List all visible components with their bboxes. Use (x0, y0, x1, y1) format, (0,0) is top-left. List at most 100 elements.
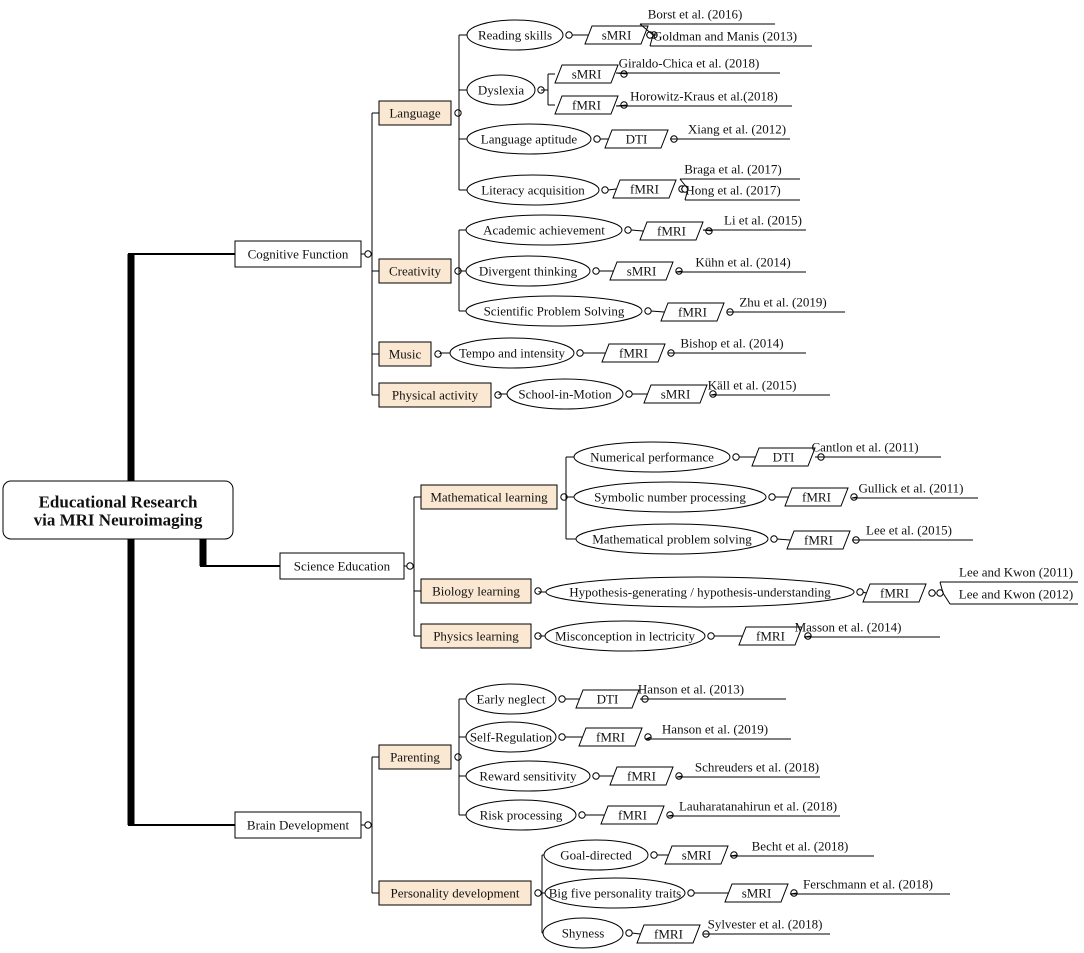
method-box (578, 727, 643, 747)
root-title-line2: via MRI Neuroimaging (34, 511, 203, 530)
level3-node (449, 337, 575, 369)
level2-label: Personality development (391, 886, 520, 901)
connector-knob (558, 733, 566, 741)
connector-knob (625, 929, 633, 937)
level3-node (465, 255, 591, 287)
reference-label: Gullick et al. (2011) (859, 481, 964, 496)
level3-label: Goal-directed (560, 848, 632, 863)
connector-knob (928, 589, 936, 597)
reference-label: Goldman and Manis (2013) (653, 29, 797, 44)
level3-label: Symbolic number processing (594, 490, 746, 505)
connector-knob (578, 811, 586, 819)
level3-label: School-in-Motion (518, 387, 612, 402)
connector-knob (850, 493, 858, 501)
connector-knob (687, 889, 695, 897)
level1-label: Science Education (294, 559, 391, 574)
level3-node (573, 441, 731, 473)
level2-node (378, 880, 532, 906)
level3-node (465, 683, 557, 715)
connector-line (650, 310, 665, 313)
level2-node (420, 623, 532, 649)
level2-label: Biology learning (432, 584, 520, 599)
connector-line (679, 178, 689, 190)
connector-knob (707, 632, 715, 640)
method-box (554, 95, 619, 115)
connector-knob (454, 753, 462, 761)
connector-line (776, 538, 791, 541)
method-label: fMRI (618, 808, 647, 823)
method-label: fMRI (630, 182, 659, 197)
connector-knob (593, 135, 601, 143)
level3-label: Big five personality traits (549, 886, 682, 901)
connector-knob (364, 821, 372, 829)
connector-knob (565, 31, 573, 39)
level3-node (542, 917, 624, 949)
method-box (784, 487, 849, 507)
level3-node (466, 123, 592, 155)
connector-knob (770, 535, 778, 543)
level3-label: Dyslexia (478, 83, 524, 98)
level3-node (465, 721, 557, 753)
reference-label: Hanson et al. (2013) (638, 682, 744, 697)
level3-label: Literacy acquisition (481, 183, 585, 198)
method-label: fMRI (596, 730, 625, 745)
connector-knob (732, 453, 740, 461)
reference-label: Cantlon et al. (2011) (811, 440, 918, 455)
connector-knob (601, 186, 609, 194)
root-node (2, 480, 234, 540)
connector-knob (434, 350, 442, 358)
connector-line (649, 34, 654, 47)
connector-line (630, 229, 644, 232)
connector-knob (406, 562, 414, 570)
reference-label: Hanson et al. (2019) (662, 722, 768, 737)
method-label: sMRI (682, 848, 712, 863)
reference-label: Käll et al. (2015) (708, 378, 797, 393)
connector-knob (666, 811, 674, 819)
level3-node (545, 576, 855, 608)
reference-label: Kühn et al. (2014) (695, 255, 790, 270)
reference-label: Giraldo-Chica et al. (2018) (619, 56, 760, 71)
level1-label: Cognitive Function (248, 247, 349, 262)
method-label: sMRI (661, 387, 691, 402)
method-label: fMRI (880, 586, 909, 601)
level2-node (378, 744, 452, 770)
level3-node (466, 74, 536, 106)
method-label: fMRI (657, 224, 686, 239)
level2-node (420, 484, 558, 510)
connector-knob (558, 695, 566, 703)
level3-label: Reward sensitivity (479, 769, 577, 784)
level2-label: Language (389, 106, 440, 121)
level3-node (466, 19, 564, 51)
method-label: fMRI (572, 98, 601, 113)
reference-label: Li et al. (2015) (724, 213, 802, 228)
level2-label: Parenting (390, 750, 440, 765)
connector-line (939, 581, 944, 594)
level3-label: Risk processing (480, 808, 563, 823)
method-box (786, 530, 851, 550)
connector-knob (856, 588, 864, 596)
level3-node (506, 378, 624, 410)
method-box (584, 25, 649, 45)
reference-label: Zhu et al. (2019) (739, 295, 826, 310)
connector-line (639, 23, 654, 36)
method-label: sMRI (742, 886, 772, 901)
level3-node (573, 481, 767, 513)
method-label: fMRI (756, 629, 785, 644)
method-box (600, 805, 665, 825)
level3-node (466, 174, 600, 206)
level3-node (575, 523, 769, 555)
level3-label: Scientific Problem Solving (484, 304, 625, 319)
reference-label: Horowitz-Kraus et al.(2018) (630, 89, 778, 104)
level3-node (544, 620, 706, 652)
reference-label: Sylvester et al. (2018) (708, 917, 823, 932)
level3-node (465, 760, 591, 792)
connector-line (684, 188, 689, 201)
connector-knob (364, 250, 372, 258)
level3-label: Misconception in lectricity (555, 629, 696, 644)
level2-node (378, 341, 432, 367)
level3-node (543, 839, 649, 871)
method-box (724, 883, 789, 903)
method-box (664, 845, 729, 865)
method-box (636, 924, 701, 944)
method-box (554, 64, 619, 84)
